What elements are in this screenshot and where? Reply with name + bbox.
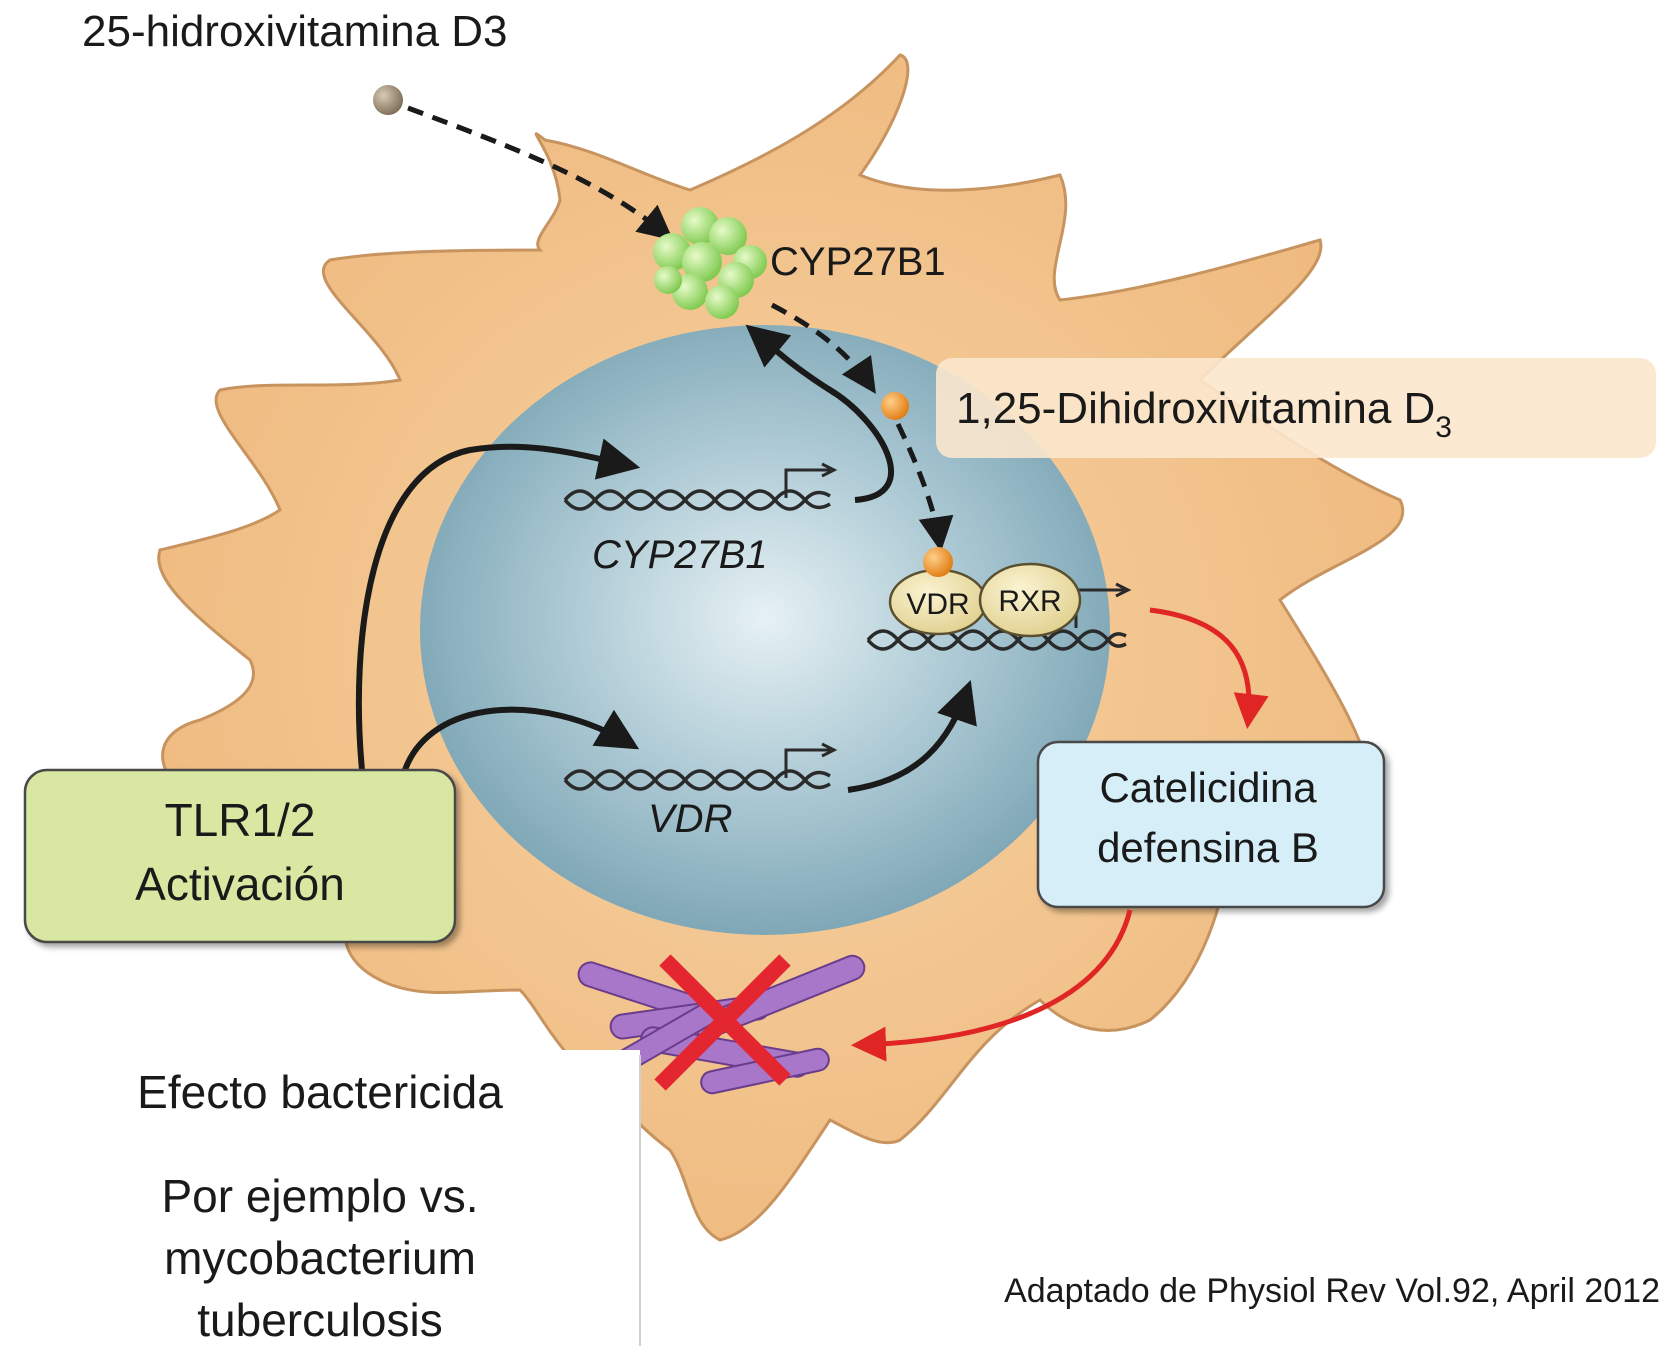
- product-label: 1,25-Dihidroxivitamina D3: [956, 384, 1452, 444]
- vdr-to-complex-arrow: [847, 680, 977, 793]
- tlr-box: [23, 768, 457, 944]
- substrate-label: 25-hidroxivitamina D3: [82, 7, 508, 56]
- tlr-to-vdr-arrow: [402, 706, 640, 772]
- bound-ligand: [923, 547, 953, 577]
- example-line2: mycobacterium: [164, 1232, 476, 1284]
- example-line3: tuberculosis: [197, 1294, 442, 1346]
- conversion-arrow: [770, 302, 876, 394]
- tlr-to-cyp-arrow: [355, 438, 641, 771]
- vdr-protein-label: VDR: [906, 588, 969, 621]
- kill-cross-icon: [654, 954, 791, 1091]
- dna-cyp27b1: [563, 462, 838, 511]
- product-label-main: 1,25-Dihidroxivitamina D: [956, 384, 1435, 433]
- vdr-rxr-complex: [888, 547, 1082, 638]
- rxr-protein: [978, 562, 1082, 638]
- substrate-molecule: [373, 85, 403, 115]
- credit-panel: [860, 1250, 1667, 1356]
- peptide-box: [1036, 740, 1386, 909]
- gene-vdr-label: VDR: [648, 797, 732, 841]
- peptide-label-line1: Catelicidina: [1099, 764, 1317, 811]
- uptake-arrow: [407, 105, 674, 241]
- enzyme-label: CYP27B1: [770, 240, 946, 284]
- example-line1: Por ejemplo vs.: [161, 1170, 478, 1222]
- cyp27b1-enzyme: [653, 207, 767, 319]
- dna-vdr: [563, 742, 838, 791]
- effect-panel: [0, 1050, 640, 1356]
- tlr-label-line2: Activación: [135, 858, 345, 910]
- peptide-label-line2: defensina B: [1097, 824, 1319, 871]
- credit-label: Adaptado de Physiol Rev Vol.92, April 20…: [1004, 1272, 1660, 1310]
- calcitriol-molecule: [881, 392, 909, 420]
- rxr-protein-label: RXR: [998, 585, 1061, 618]
- product-label-subscript: 3: [1435, 411, 1452, 444]
- cyp-expression-arrow: [745, 324, 894, 503]
- effect-label: Efecto bactericida: [137, 1066, 503, 1118]
- tlr-label-line1: TLR1/2: [165, 794, 316, 846]
- nuclear-entry-arrow: [895, 422, 954, 552]
- peptide-to-bacteria-arrow: [851, 909, 1133, 1062]
- gene-cyp-label: CYP27B1: [592, 533, 768, 577]
- expression-to-peptide-arrow: [1149, 607, 1269, 729]
- product-label-band: [936, 358, 1656, 458]
